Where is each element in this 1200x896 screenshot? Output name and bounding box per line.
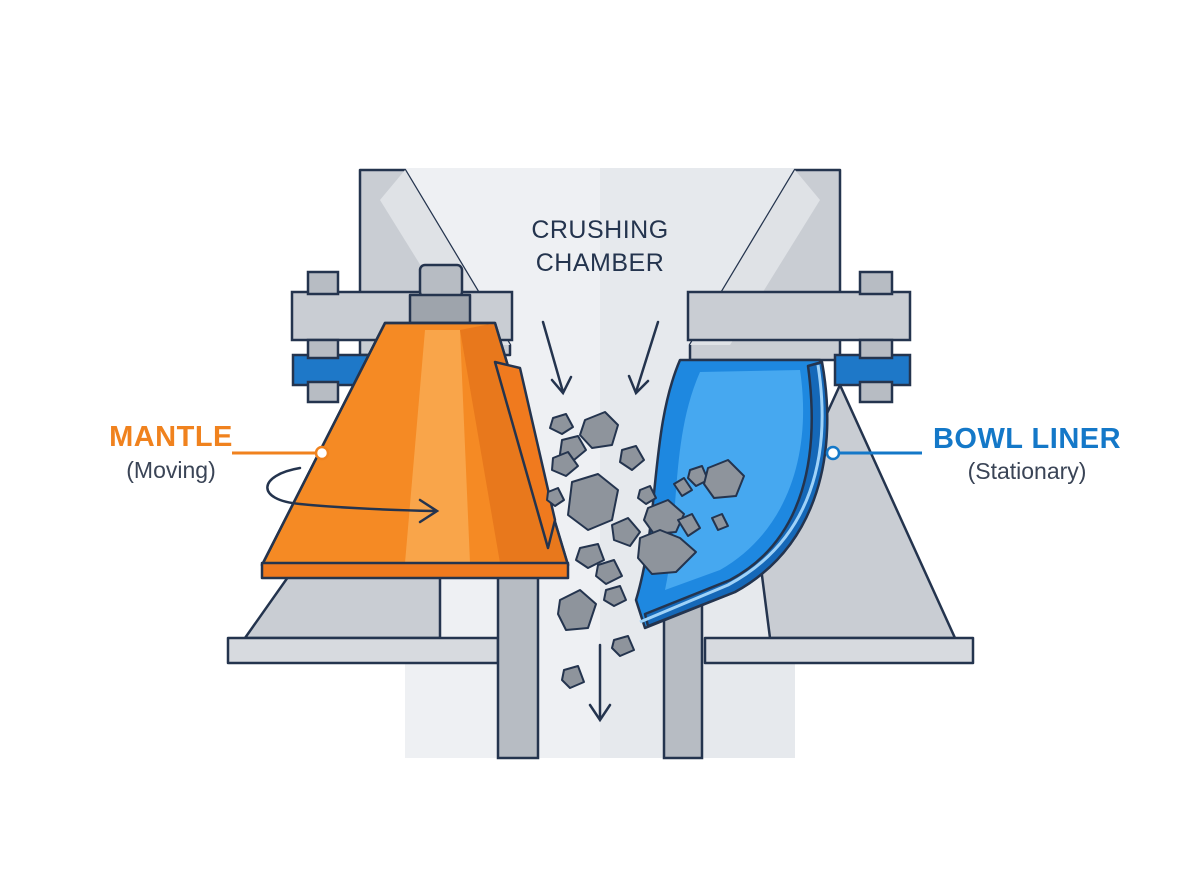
mantle-cone: [260, 263, 570, 580]
bowl-liner-label: BOWL LINER: [932, 423, 1122, 455]
chamber-label-line2: CHAMBER: [535, 249, 665, 277]
left-base-support: [226, 558, 500, 665]
crushed-rock-fragments: [546, 411, 745, 689]
mantle-callout-line: [232, 445, 330, 461]
feed-arrow-icons: [541, 320, 660, 723]
chamber-label-line1: CRUSHING: [531, 216, 669, 244]
right-base-support: [703, 383, 975, 665]
discharge-posts: [496, 573, 704, 760]
mantle-sublabel: (Moving): [126, 457, 216, 483]
bowl-liner-sublabel: (Stationary): [967, 458, 1087, 484]
right-flange: [686, 270, 912, 404]
bowl-liner-callout-line: [825, 445, 922, 461]
crushing-chamber-label: CRUSHING CHAMBER: [500, 214, 700, 280]
mantle-label: MANTLE: [109, 421, 233, 453]
mantle-rotation-arrow-icon: [266, 466, 440, 524]
